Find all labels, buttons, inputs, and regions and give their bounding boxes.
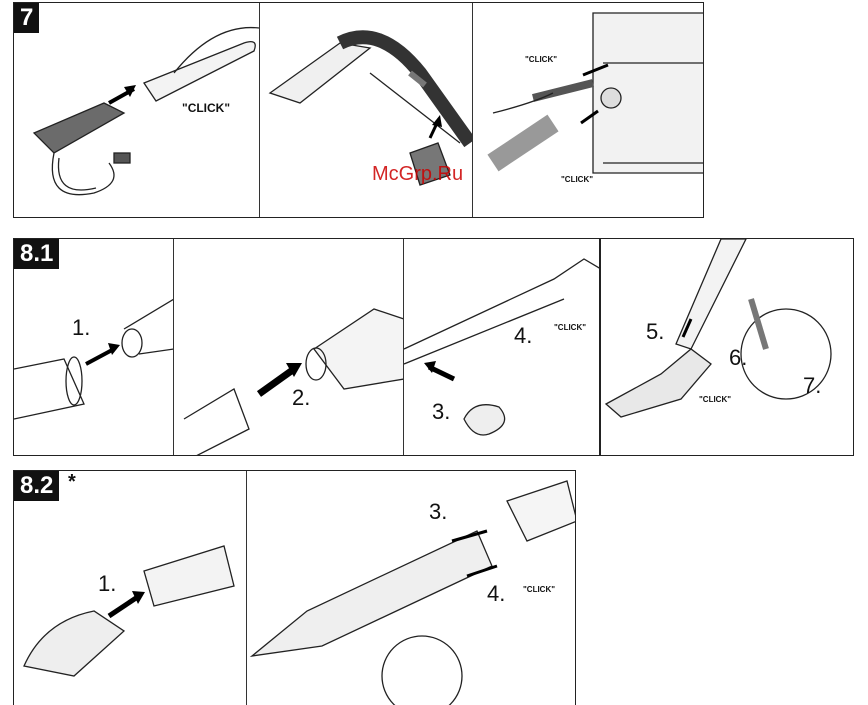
step-5-label: 5. <box>646 319 665 344</box>
step-1-label: 1. <box>72 315 91 340</box>
section-8-2-panel-2: 3. 4. "CLICK" <box>247 471 575 705</box>
tube-handle-join-illustration <box>183 308 403 455</box>
step-82-1-label: 1. <box>98 571 117 596</box>
hose-clip-illustration <box>268 30 472 186</box>
click-label-3: "CLICK" <box>561 175 594 184</box>
step-4-label: 4. <box>514 323 533 348</box>
section-7-frame: 7 "CLICK" <box>13 2 704 218</box>
section-7-panel-3: "CLICK" "CLICK" <box>473 3 703 217</box>
watermark-text: McGrp.Ru <box>372 163 464 185</box>
section-8-1-frame: 8.1 1. 2. <box>13 238 600 456</box>
section-7-panel-1: "CLICK" <box>14 3 260 217</box>
tube-join-illustration <box>14 298 173 420</box>
step-82-3-label: 3. <box>429 499 448 524</box>
vacuum-hose-connect-illustration <box>487 12 703 174</box>
step-7-label: 7. <box>803 373 822 398</box>
click-label-5: "CLICK" <box>699 395 732 404</box>
upholstery-nozzle-illustration <box>23 545 235 677</box>
section-8-1-panel-2: 2. <box>174 239 404 455</box>
section-8-1-panel-3: 3. 4. "CLICK" <box>404 239 599 455</box>
click-label-6: "CLICK" <box>523 585 556 594</box>
section-7-badge: 7 <box>14 3 40 33</box>
clip-hose-illustration <box>404 258 599 436</box>
floor-nozzle-illustration <box>604 239 832 418</box>
extension-tube-assembly-illustration <box>249 480 575 705</box>
step-3-label: 3. <box>432 399 451 424</box>
section-8-1-badge: 8.1 <box>14 239 60 269</box>
step-2-label: 2. <box>292 385 311 410</box>
step-82-4-label: 4. <box>487 581 506 606</box>
spray-handle-connect-illustration <box>32 26 259 196</box>
section-8-2-frame: 8.2 * 1. 3. 4. "CLICK" <box>13 470 576 705</box>
section-8-1-panel-1: 1. <box>14 239 174 455</box>
section-8-2-badge: 8.2 <box>14 471 60 501</box>
section-8-1-nozzle-frame: 5. 6. 7. "CLICK" <box>600 238 854 456</box>
click-label-4: "CLICK" <box>554 323 587 332</box>
section-8-2-asterisk: * <box>68 471 76 493</box>
click-label-2: "CLICK" <box>525 55 558 64</box>
section-8-2-panel-1: 1. <box>14 471 247 705</box>
click-label-1: "CLICK" <box>182 101 231 115</box>
step-6-label: 6. <box>729 345 748 370</box>
section-7-panel-2: McGrp.Ru <box>260 3 473 217</box>
